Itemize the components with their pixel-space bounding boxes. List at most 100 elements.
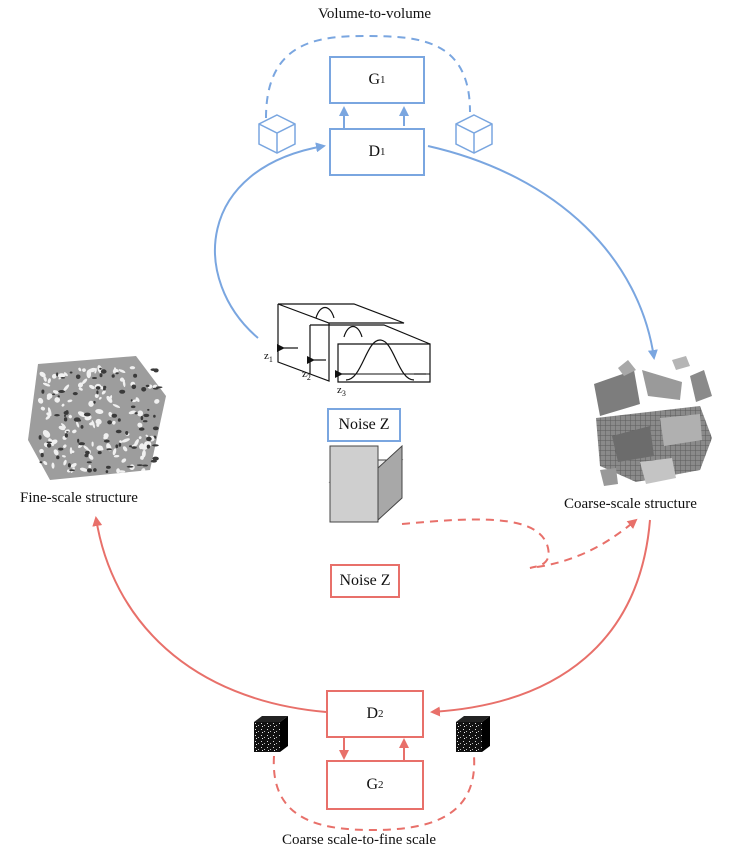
pore-mark: [43, 460, 48, 466]
d1-label: D: [368, 143, 381, 160]
pore-mark: [128, 410, 136, 415]
shadow-mark: [146, 436, 152, 442]
pore-mark: [78, 367, 82, 372]
shadow-mark: [147, 408, 150, 411]
pore-mark: [141, 468, 146, 474]
shadow-mark: [67, 463, 71, 468]
shadow-mark: [92, 377, 97, 379]
pore-mark: [113, 454, 120, 458]
pore-mark: [70, 450, 75, 454]
pore-mark: [46, 393, 53, 399]
noise-to-coarse-dashed: [401, 518, 638, 569]
cube-icon: [258, 114, 296, 154]
pore-mark: [82, 368, 86, 372]
pore-mark: [94, 393, 99, 398]
shadow-mark: [99, 367, 102, 370]
pore-mark: [72, 429, 77, 434]
pore-mark: [121, 379, 125, 382]
pore-mark: [58, 374, 67, 380]
shadow-mark: [99, 373, 103, 378]
g1-subscript: 1: [380, 74, 386, 86]
pore-mark: [129, 366, 136, 370]
pore-mark: [43, 376, 47, 382]
pore-mark: [145, 434, 149, 438]
porous-structure-icon: [28, 356, 166, 480]
shadow-mark: [69, 469, 75, 472]
pore-mark: [40, 406, 46, 411]
shadow-mark: [134, 412, 138, 415]
pore-mark: [63, 384, 70, 392]
shadow-mark: [130, 399, 133, 402]
shadow-mark: [64, 414, 66, 417]
axis-z3-label: z3: [337, 384, 346, 399]
shadow-mark: [69, 371, 73, 374]
shadow-mark: [38, 435, 42, 440]
pore-mark: [81, 378, 88, 385]
shadow-mark: [145, 384, 150, 387]
pore-mark: [103, 433, 109, 439]
shadow-mark: [58, 390, 65, 393]
shadow-mark: [154, 435, 157, 439]
shadow-mark: [152, 387, 159, 390]
d1-to-coarse-arrow: [427, 145, 658, 360]
scale-loop-dashed: [272, 755, 476, 832]
coarse-to-fine-title: Coarse scale-to-fine scale: [282, 832, 437, 848]
noise-to-d1-arrow: [214, 142, 326, 339]
pore-mark: [61, 423, 66, 429]
pore-mark: [113, 368, 119, 373]
pore-mark: [89, 422, 95, 426]
d1-subscript: 1: [380, 146, 386, 158]
axis-z1-label: z1: [264, 350, 273, 365]
shadow-mark: [115, 372, 119, 375]
pore-mark: [61, 403, 65, 407]
shadow-mark: [138, 427, 145, 431]
shadow-mark: [85, 450, 90, 455]
pore-mark: [139, 444, 147, 449]
cube-icon: [455, 114, 493, 154]
coarse-to-d2-arrow: [430, 519, 651, 717]
pore-mark: [89, 384, 95, 390]
pore-mark: [79, 467, 88, 472]
pore-mark: [154, 399, 160, 404]
shadow-mark: [125, 431, 129, 435]
shadow-mark: [46, 443, 52, 448]
shadow-mark: [40, 452, 44, 458]
shadow-mark: [152, 456, 159, 461]
pore-mark: [39, 371, 46, 378]
pore-mark: [76, 421, 80, 428]
shadow-mark: [93, 468, 97, 472]
shadow-mark: [100, 369, 107, 374]
shadow-mark: [155, 386, 163, 389]
shadow-mark: [118, 442, 122, 447]
shadow-mark: [78, 442, 85, 446]
pore-mark: [101, 390, 106, 395]
pore-mark: [152, 468, 156, 472]
axis-z2-label: z2: [302, 368, 311, 383]
pore-mark: [53, 449, 59, 456]
shadow-mark: [150, 368, 157, 372]
pore-mark: [42, 430, 51, 438]
shadow-mark: [75, 374, 81, 380]
shadow-mark: [141, 387, 147, 392]
cube-icon: [328, 444, 404, 523]
pore-mark: [95, 409, 104, 414]
pore-mark: [70, 463, 77, 468]
pore-mark: [37, 397, 44, 404]
shadow-mark: [106, 448, 112, 451]
pore-mark: [119, 440, 122, 444]
volume-to-volume-title: Volume-to-volume: [318, 6, 432, 22]
shadow-mark: [54, 414, 60, 417]
shadow-mark: [57, 395, 60, 398]
shadow-mark: [115, 444, 119, 449]
shadow-mark: [93, 400, 96, 404]
pore-mark: [137, 410, 144, 417]
pore-mark: [68, 414, 73, 419]
shadow-mark: [103, 387, 106, 391]
shadow-mark: [63, 417, 68, 422]
shadow-mark: [133, 373, 138, 378]
shadow-mark: [106, 465, 111, 469]
pore-mark: [138, 436, 142, 440]
